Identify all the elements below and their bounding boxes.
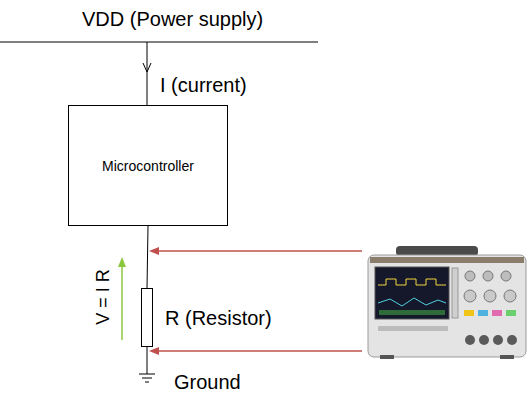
voltage-label: V = I R [93, 269, 114, 325]
wire-connector [147, 226, 148, 288]
scope-knob [504, 290, 516, 302]
scope-trim [370, 257, 524, 263]
voltage-arrow [121, 266, 123, 340]
scope-body [368, 255, 526, 357]
scope-knob [501, 271, 511, 281]
scope-button [492, 310, 502, 316]
scope-foot [500, 355, 514, 359]
node-text: Microcontroller [102, 158, 194, 174]
node-text: R (Resistor) [165, 307, 272, 330]
scope-button [506, 310, 516, 316]
probe-arrowhead [149, 247, 159, 255]
scope-knob [465, 271, 475, 281]
supply-label: VDD (Power supply) [82, 8, 263, 31]
scope-input [465, 335, 475, 345]
resistor-symbol: R (Resistor) [141, 288, 153, 347]
ground-wire [147, 347, 148, 374]
scope-button [464, 310, 474, 316]
scope-screen [375, 267, 449, 319]
scope-knob [464, 290, 476, 302]
supply-rail [0, 42, 318, 43]
voltage-arrowhead [118, 257, 126, 267]
probe-arrow [158, 350, 362, 351]
current-wire [147, 42, 148, 105]
scope-input [479, 335, 489, 345]
ground-symbol [145, 382, 149, 383]
ground-symbol [139, 374, 155, 375]
scope-softkeys [452, 268, 458, 318]
current-arrowhead [143, 63, 151, 72]
scope-knob [484, 290, 496, 302]
scope-trace [378, 298, 446, 306]
scope-input [507, 335, 517, 345]
scope-readout [379, 310, 445, 315]
scope-trace [378, 279, 446, 285]
oscilloscope-illustration [368, 246, 526, 359]
scope-button [478, 310, 488, 316]
probe-arrow [158, 250, 362, 251]
connector-layer [147, 226, 148, 288]
ground-label: Ground [174, 371, 241, 394]
scope-input [493, 335, 503, 345]
current-label: I (current) [160, 74, 247, 97]
scope-buttons-row [378, 326, 448, 331]
probe-arrowhead [149, 347, 159, 355]
scope-foot [380, 355, 394, 359]
scope-knob [483, 271, 493, 281]
ground-symbol [142, 378, 152, 379]
microcontroller-box: Microcontroller [68, 105, 228, 226]
